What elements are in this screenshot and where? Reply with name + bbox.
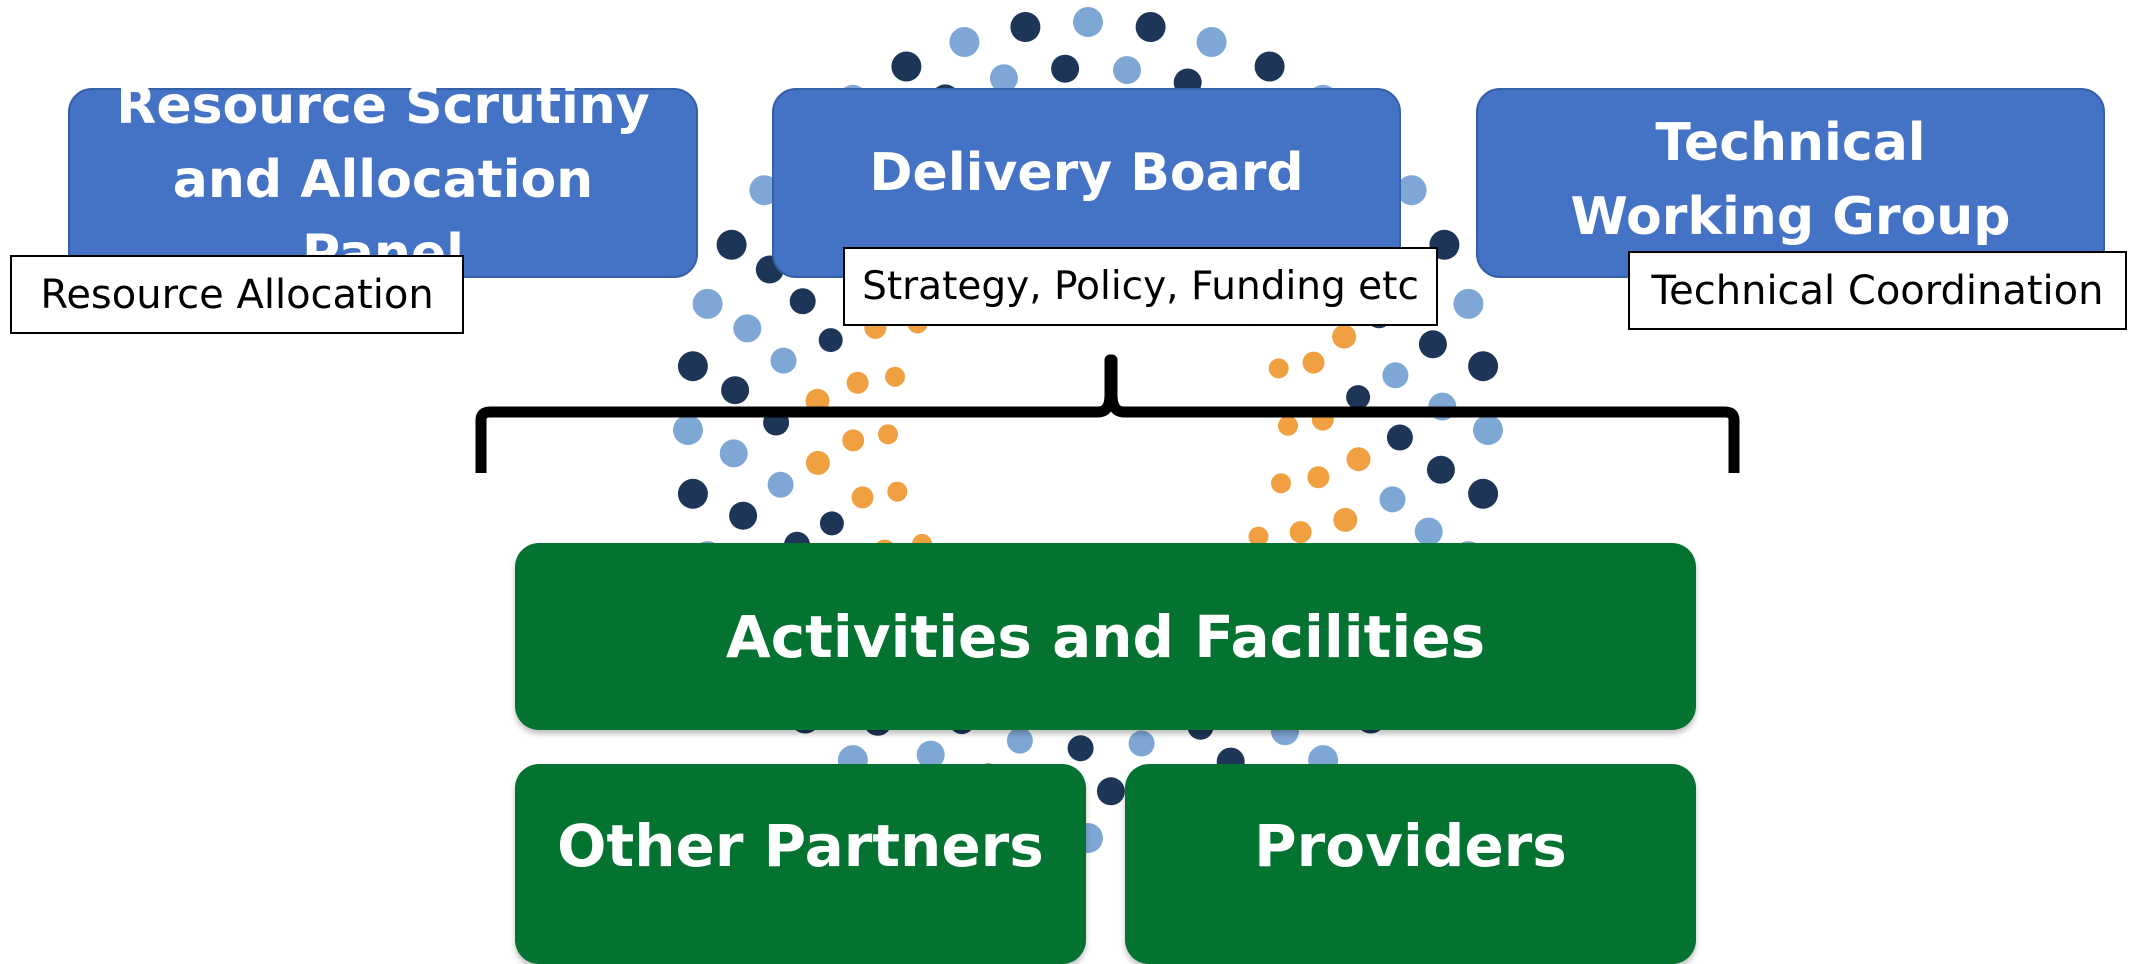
technical-working-group-box: Technical Working Group bbox=[1476, 88, 2105, 278]
background-dot bbox=[1113, 56, 1141, 85]
providers-title: Providers bbox=[1254, 812, 1567, 880]
background-dot bbox=[677, 478, 708, 509]
background-dot bbox=[733, 314, 762, 343]
other-partners-title: Other Partners bbox=[557, 812, 1044, 880]
strategy-policy-funding-label-text: Strategy, Policy, Funding etc bbox=[862, 264, 1419, 309]
background-dot bbox=[1426, 455, 1455, 484]
background-dot bbox=[989, 64, 1018, 93]
background-dot bbox=[1248, 526, 1269, 547]
background-dot bbox=[1468, 351, 1499, 382]
background-dot bbox=[1418, 330, 1447, 359]
background-dot bbox=[1333, 507, 1358, 532]
background-dot bbox=[846, 371, 869, 394]
background-dot bbox=[1453, 288, 1484, 319]
background-dot bbox=[1346, 447, 1371, 472]
other-partners-box: Other Partners bbox=[515, 764, 1086, 964]
resource-allocation-label: Resource Allocation bbox=[10, 255, 464, 334]
technical-coordination-label-text: Technical Coordination bbox=[1651, 267, 2104, 314]
background-dot bbox=[1311, 408, 1334, 431]
strategy-policy-funding-label: Strategy, Policy, Funding etc bbox=[843, 247, 1438, 326]
background-dot bbox=[805, 450, 830, 475]
background-dot bbox=[1254, 51, 1285, 82]
background-dot bbox=[716, 229, 747, 260]
background-dot bbox=[719, 439, 748, 468]
technical-working-group-title: Technical Working Group bbox=[1570, 113, 2011, 247]
background-dot bbox=[767, 471, 794, 498]
background-dot bbox=[1135, 12, 1166, 42]
background-dot bbox=[677, 351, 708, 382]
delivery-board-box: Delivery Board bbox=[772, 88, 1401, 278]
background-dot bbox=[1379, 486, 1406, 513]
background-dot bbox=[1428, 392, 1457, 421]
background-dot bbox=[1396, 175, 1427, 206]
background-dot bbox=[1307, 466, 1330, 489]
background-dot bbox=[721, 376, 750, 405]
background-dot bbox=[1096, 777, 1125, 806]
background-dot bbox=[729, 501, 758, 530]
resource-scrutiny-panel-title: Resource Scrutiny and Allocation Panel bbox=[116, 76, 650, 284]
background-dot bbox=[1332, 324, 1357, 349]
background-dot bbox=[1278, 415, 1298, 436]
background-dot bbox=[1128, 730, 1155, 757]
background-dot bbox=[819, 511, 844, 536]
background-dot bbox=[673, 415, 703, 445]
background-dot bbox=[1196, 27, 1227, 57]
background-dot bbox=[789, 288, 816, 315]
activities-and-facilities-title: Activities and Facilities bbox=[725, 602, 1486, 671]
background-dot bbox=[891, 51, 922, 82]
background-dot bbox=[1073, 7, 1103, 37]
background-dot bbox=[1302, 351, 1325, 374]
background-dot bbox=[1271, 473, 1291, 494]
providers-box: Providers bbox=[1125, 764, 1696, 964]
resource-scrutiny-panel-box: Resource Scrutiny and Allocation Panel bbox=[68, 76, 698, 284]
background-dot bbox=[1289, 521, 1312, 544]
background-dot bbox=[749, 175, 780, 206]
background-dot bbox=[851, 486, 874, 509]
background-dot bbox=[763, 409, 790, 436]
background-dot bbox=[1067, 735, 1094, 762]
background-dot bbox=[805, 388, 830, 413]
background-dot bbox=[1468, 478, 1499, 509]
background-dot bbox=[949, 27, 980, 57]
background-dot bbox=[842, 429, 865, 452]
background-dot bbox=[1473, 415, 1503, 445]
background-dot bbox=[1006, 727, 1033, 754]
background-dot bbox=[1051, 54, 1080, 83]
technical-coordination-label: Technical Coordination bbox=[1628, 251, 2127, 330]
background-dot bbox=[885, 366, 905, 387]
background-dot bbox=[1382, 362, 1409, 389]
delivery-board-title: Delivery Board bbox=[869, 143, 1304, 203]
background-dot bbox=[1414, 517, 1443, 546]
background-dot bbox=[916, 740, 945, 769]
background-dot bbox=[887, 481, 908, 502]
background-dot bbox=[692, 288, 723, 319]
background-dot bbox=[1268, 358, 1289, 379]
background-dot bbox=[770, 347, 797, 374]
background-dot bbox=[1010, 12, 1041, 42]
activities-and-facilities-box: Activities and Facilities bbox=[515, 543, 1696, 730]
background-dot bbox=[818, 328, 843, 353]
resource-allocation-label-text: Resource Allocation bbox=[40, 271, 434, 318]
background-dot bbox=[1346, 385, 1371, 410]
background-dot bbox=[878, 424, 898, 445]
background-dot bbox=[1386, 424, 1413, 451]
